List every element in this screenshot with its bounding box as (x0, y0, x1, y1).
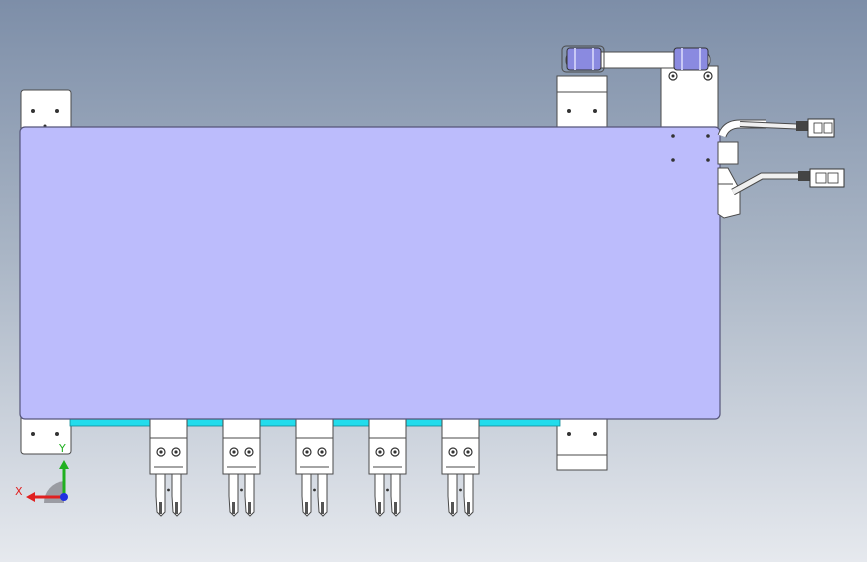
pulley-right (673, 47, 709, 71)
y-axis-label: Y (59, 442, 66, 455)
left-top-bracket (20, 89, 72, 133)
side-connector-bracket (717, 141, 741, 219)
z-axis-dot (60, 493, 68, 501)
main-plate[interactable] (19, 126, 721, 420)
cable-bottom (731, 168, 845, 196)
x-axis-label: X (15, 485, 23, 498)
right-top-block (556, 75, 608, 129)
cable-top (717, 118, 835, 138)
gripper-3 (295, 417, 334, 517)
gripper-5 (441, 417, 480, 517)
pulley-left (566, 47, 602, 71)
coordinate-triad (26, 460, 69, 503)
gripper-row (149, 417, 480, 517)
gripper-4 (368, 417, 407, 517)
motor-housing (660, 65, 719, 131)
gripper-2 (222, 417, 261, 517)
right-bottom-block (556, 417, 608, 471)
gripper-1 (149, 417, 188, 517)
left-bottom-bracket (20, 413, 72, 455)
